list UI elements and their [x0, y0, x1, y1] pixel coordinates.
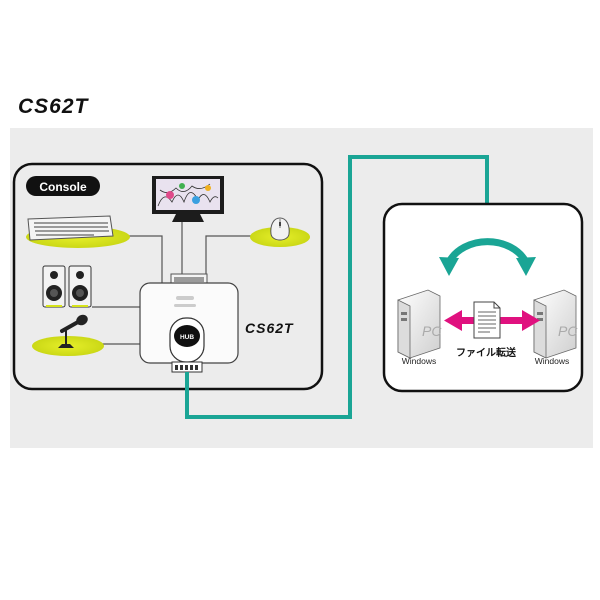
microphone-icon	[58, 314, 88, 348]
left-pc-icon: PC	[397, 289, 442, 359]
right-pc-text: PC	[558, 323, 578, 339]
console-box	[12, 162, 324, 391]
console-label: Console	[39, 180, 87, 194]
left-pc-label: Windows	[402, 356, 436, 366]
left-pc-text: PC	[422, 323, 442, 339]
keyboard-icon	[27, 215, 114, 241]
switch-arrow-icon	[439, 238, 536, 276]
transfer-label: ファイル転送	[456, 346, 517, 359]
document-icon	[473, 301, 501, 339]
mouse-icon	[270, 217, 290, 241]
usb-cable	[185, 155, 489, 419]
right-pc-icon: PC	[533, 289, 578, 359]
monitor-icon	[152, 176, 224, 222]
device-label: CS62T	[245, 320, 294, 336]
cs62t-device: HUB	[139, 273, 239, 373]
console-label-pill: Console	[26, 176, 100, 196]
page-title: CS62T	[18, 95, 90, 118]
right-pc-label: Windows	[535, 356, 569, 366]
speakers-icon	[42, 265, 92, 308]
device-logo: HUB	[180, 334, 194, 341]
